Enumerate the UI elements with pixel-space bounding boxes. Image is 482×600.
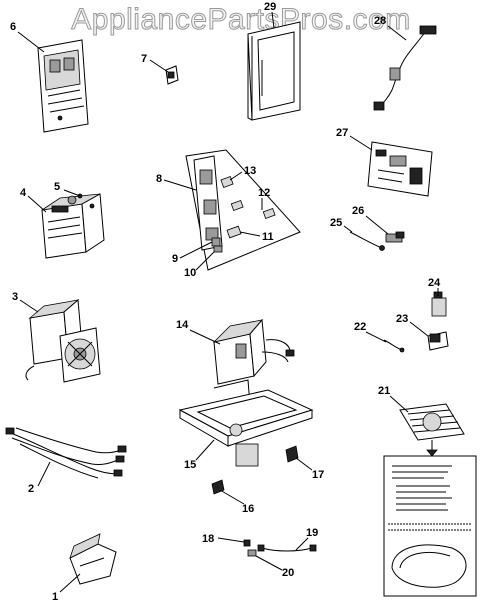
callout-29-label: 29 (264, 1, 276, 13)
callout-5: 5 (54, 181, 81, 197)
callout-28-label: 28 (374, 15, 386, 27)
callout-8: 8 (156, 173, 197, 191)
part-23-bracket[interactable] (427, 331, 449, 351)
callout-13: 13 (229, 165, 256, 181)
callout-10-label: 10 (184, 267, 196, 279)
part-26-sensor[interactable] (385, 231, 405, 243)
callout-8-label: 8 (156, 173, 162, 185)
part-21-vent-grille[interactable] (399, 403, 465, 441)
callout-17: 17 (295, 457, 324, 481)
part-20-connector[interactable] (247, 549, 257, 557)
callout-27-label: 27 (336, 127, 348, 139)
callout-18-label: 18 (202, 533, 214, 545)
parts-kit-box (383, 440, 477, 597)
callout-24: 24 (428, 277, 441, 296)
callout-2-label: 2 (28, 483, 34, 495)
callout-26-label: 26 (352, 205, 364, 217)
callout-27: 27 (336, 127, 373, 151)
callout-25: 25 (330, 217, 353, 233)
part-13-switch[interactable] (220, 176, 234, 188)
callout-21: 21 (378, 385, 409, 413)
part-16-clip[interactable] (211, 479, 225, 495)
part-4-magnetron[interactable] (41, 193, 105, 259)
part-17-clip[interactable] (285, 445, 299, 463)
callout-12-label: 12 (258, 187, 270, 199)
callout-15-label: 15 (184, 459, 196, 471)
part-22-wire[interactable] (383, 339, 405, 353)
callout-22-label: 22 (354, 321, 366, 333)
callout-19: 19 (295, 527, 318, 551)
callout-22: 22 (354, 321, 387, 343)
part-3-fan-motor[interactable] (25, 298, 101, 383)
callout-26: 26 (352, 205, 389, 235)
part-9-switch[interactable] (211, 237, 221, 247)
callout-20-label: 20 (282, 567, 294, 579)
callout-23-label: 23 (396, 313, 408, 325)
callout-13-label: 13 (244, 165, 256, 177)
callout-5-label: 5 (54, 181, 60, 193)
callout-14-label: 14 (176, 319, 189, 331)
callout-14: 14 (176, 319, 221, 345)
part-8-switch-bracket[interactable] (185, 149, 301, 271)
callout-16: 16 (219, 489, 254, 515)
part-6-bracket-plate[interactable] (37, 39, 89, 133)
part-12-switch[interactable] (230, 199, 276, 219)
callout-1-label: 1 (52, 591, 58, 600)
callout-4: 4 (20, 187, 47, 213)
callout-7: 7 (141, 53, 169, 73)
callout-29: 29 (264, 1, 276, 29)
part-27-control-board[interactable] (367, 141, 433, 197)
callout-9: 9 (172, 241, 213, 265)
part-15-base-chassis[interactable] (178, 379, 314, 467)
callout-6: 6 (10, 21, 45, 53)
callout-3-label: 3 (12, 291, 18, 303)
callout-20: 20 (255, 555, 294, 579)
callout-17-label: 17 (312, 469, 324, 481)
callout-21-label: 21 (378, 385, 390, 397)
callout-23: 23 (396, 313, 429, 337)
callout-9-label: 9 (172, 253, 178, 265)
callout-12: 12 (258, 187, 270, 210)
callout-3: 3 (12, 291, 39, 313)
part-25-thermistor-wire[interactable] (349, 231, 385, 251)
callout-16-label: 16 (242, 503, 254, 515)
callout-19-label: 19 (306, 527, 318, 539)
part-11-switch[interactable] (226, 225, 242, 239)
callout-18: 18 (202, 533, 245, 545)
part-14-transformer[interactable] (212, 318, 295, 385)
callout-24-label: 24 (428, 277, 441, 289)
part-10-switch[interactable] (213, 245, 223, 253)
callout-11: 11 (239, 231, 274, 243)
part-1-cover[interactable] (69, 533, 117, 585)
callout-10: 10 (184, 251, 215, 279)
part-24-fuse[interactable] (431, 291, 447, 317)
callout-7-label: 7 (141, 53, 147, 65)
part-19-wire[interactable] (257, 544, 317, 552)
part-29-panel-frame[interactable] (247, 21, 301, 121)
callout-11-label: 11 (262, 231, 274, 243)
callout-28: 28 (374, 15, 407, 41)
callout-4-label: 4 (20, 187, 27, 199)
part-18-clip[interactable] (243, 539, 251, 547)
callout-6-label: 6 (10, 21, 16, 33)
callout-15: 15 (184, 439, 215, 471)
callout-2: 2 (28, 461, 51, 495)
callout-25-label: 25 (330, 217, 342, 229)
part-5-screws[interactable] (77, 193, 95, 209)
part-2-wiring-harness[interactable] (5, 427, 127, 479)
part-28-wire-harness[interactable] (373, 25, 437, 111)
part-7-clip[interactable] (165, 65, 179, 85)
callout-1: 1 (52, 573, 81, 600)
